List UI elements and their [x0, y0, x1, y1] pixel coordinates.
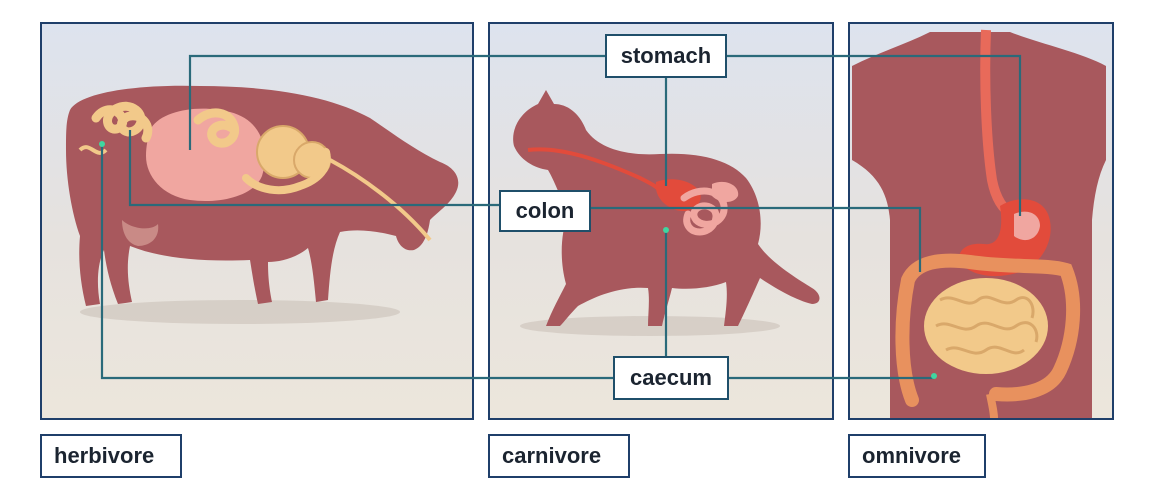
- stomach-label: stomach: [605, 34, 727, 78]
- omnivore-caption: omnivore: [848, 434, 986, 478]
- carnivore-caption: carnivore: [488, 434, 630, 478]
- human-torso-illustration: [852, 30, 1106, 418]
- colon-label: colon: [499, 190, 591, 232]
- caecum-label: caecum: [613, 356, 729, 400]
- herbivore-caption: herbivore: [40, 434, 182, 478]
